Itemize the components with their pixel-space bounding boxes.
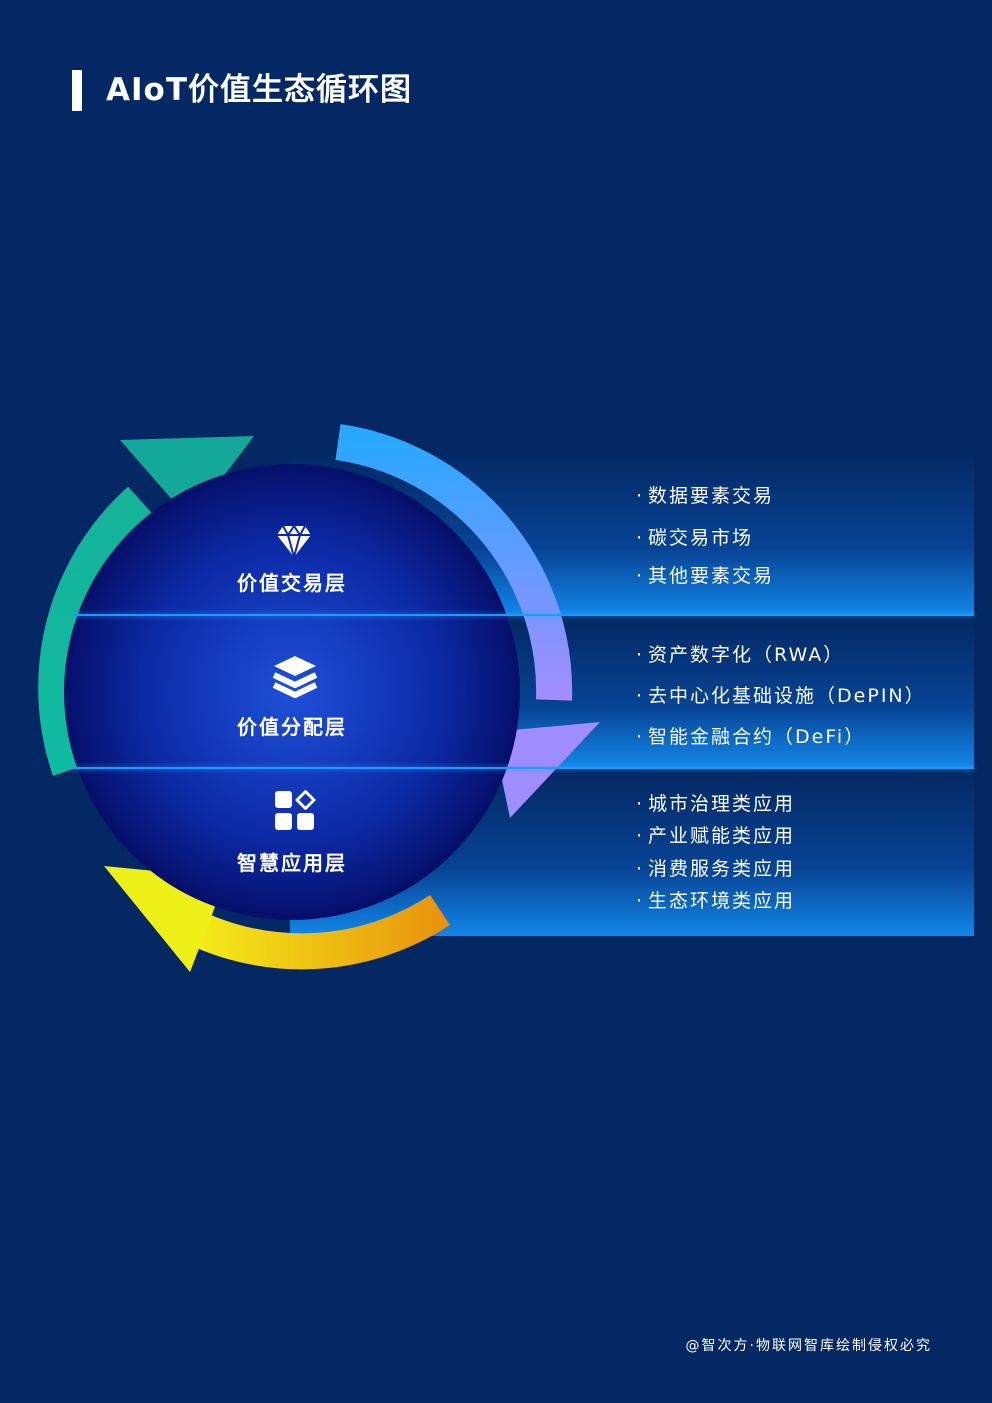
- diamond-icon: [277, 524, 311, 558]
- layer-label-application: 智慧应用层: [237, 851, 347, 875]
- bullet-marker: ·: [636, 527, 645, 549]
- arrow-bottom-arc: [171, 894, 450, 970]
- bullet-marker: ·: [636, 793, 645, 815]
- bullet-marker: ·: [636, 890, 645, 912]
- bullet-marker: ·: [636, 644, 645, 666]
- layers-icon: [272, 656, 318, 698]
- list-item-label: 智能金融合约（DeFi）: [648, 726, 866, 748]
- arrow-left-head: [120, 436, 254, 520]
- arrow-right-head: [492, 722, 600, 818]
- list-item: ·数据要素交易: [636, 481, 774, 508]
- list-item: ·其他要素交易: [636, 561, 774, 588]
- list-item-label: 资产数字化（RWA）: [648, 644, 845, 666]
- list-item: ·城市治理类应用: [636, 789, 795, 816]
- footer-copyright: @智次方·物联网智库绘制侵权必究: [685, 1338, 932, 1354]
- layer-label-trade: 价值交易层: [237, 571, 347, 595]
- layer-label-distribution: 价值分配层: [237, 715, 347, 739]
- list-item: ·消费服务类应用: [636, 854, 795, 881]
- list-item-label: 数据要素交易: [648, 485, 775, 507]
- bullet-marker: ·: [636, 825, 645, 847]
- list-item: ·资产数字化（RWA）: [636, 640, 844, 667]
- arrow-left-arc: [38, 486, 153, 776]
- list-item-label: 城市治理类应用: [648, 793, 796, 815]
- list-item: ·碳交易市场: [636, 523, 753, 550]
- bullet-marker: ·: [636, 685, 645, 707]
- title-accent-bar: [72, 70, 82, 111]
- page-title: AIoT价值生态循环图: [106, 72, 412, 108]
- list-item-label: 生态环境类应用: [648, 890, 796, 912]
- divider-line-1: [72, 614, 974, 616]
- list-item-label: 碳交易市场: [648, 527, 754, 549]
- list-item: ·生态环境类应用: [636, 886, 795, 913]
- divider-line-2: [72, 767, 974, 769]
- arrow-right-arc: [335, 424, 573, 701]
- list-item: ·去中心化基础设施（DePIN）: [636, 681, 926, 708]
- list-item: ·产业赋能类应用: [636, 821, 795, 848]
- list-item-label: 产业赋能类应用: [648, 825, 796, 847]
- list-item-label: 去中心化基础设施（DePIN）: [648, 685, 926, 707]
- bullet-marker: ·: [636, 565, 645, 587]
- list-item-label: 消费服务类应用: [648, 858, 796, 880]
- list-item-label: 其他要素交易: [648, 565, 775, 587]
- bullet-marker: ·: [636, 726, 645, 748]
- list-item: ·智能金融合约（DeFi）: [636, 722, 865, 749]
- bullet-marker: ·: [636, 858, 645, 880]
- apps-grid-icon: [275, 790, 316, 830]
- bullet-marker: ·: [636, 485, 645, 507]
